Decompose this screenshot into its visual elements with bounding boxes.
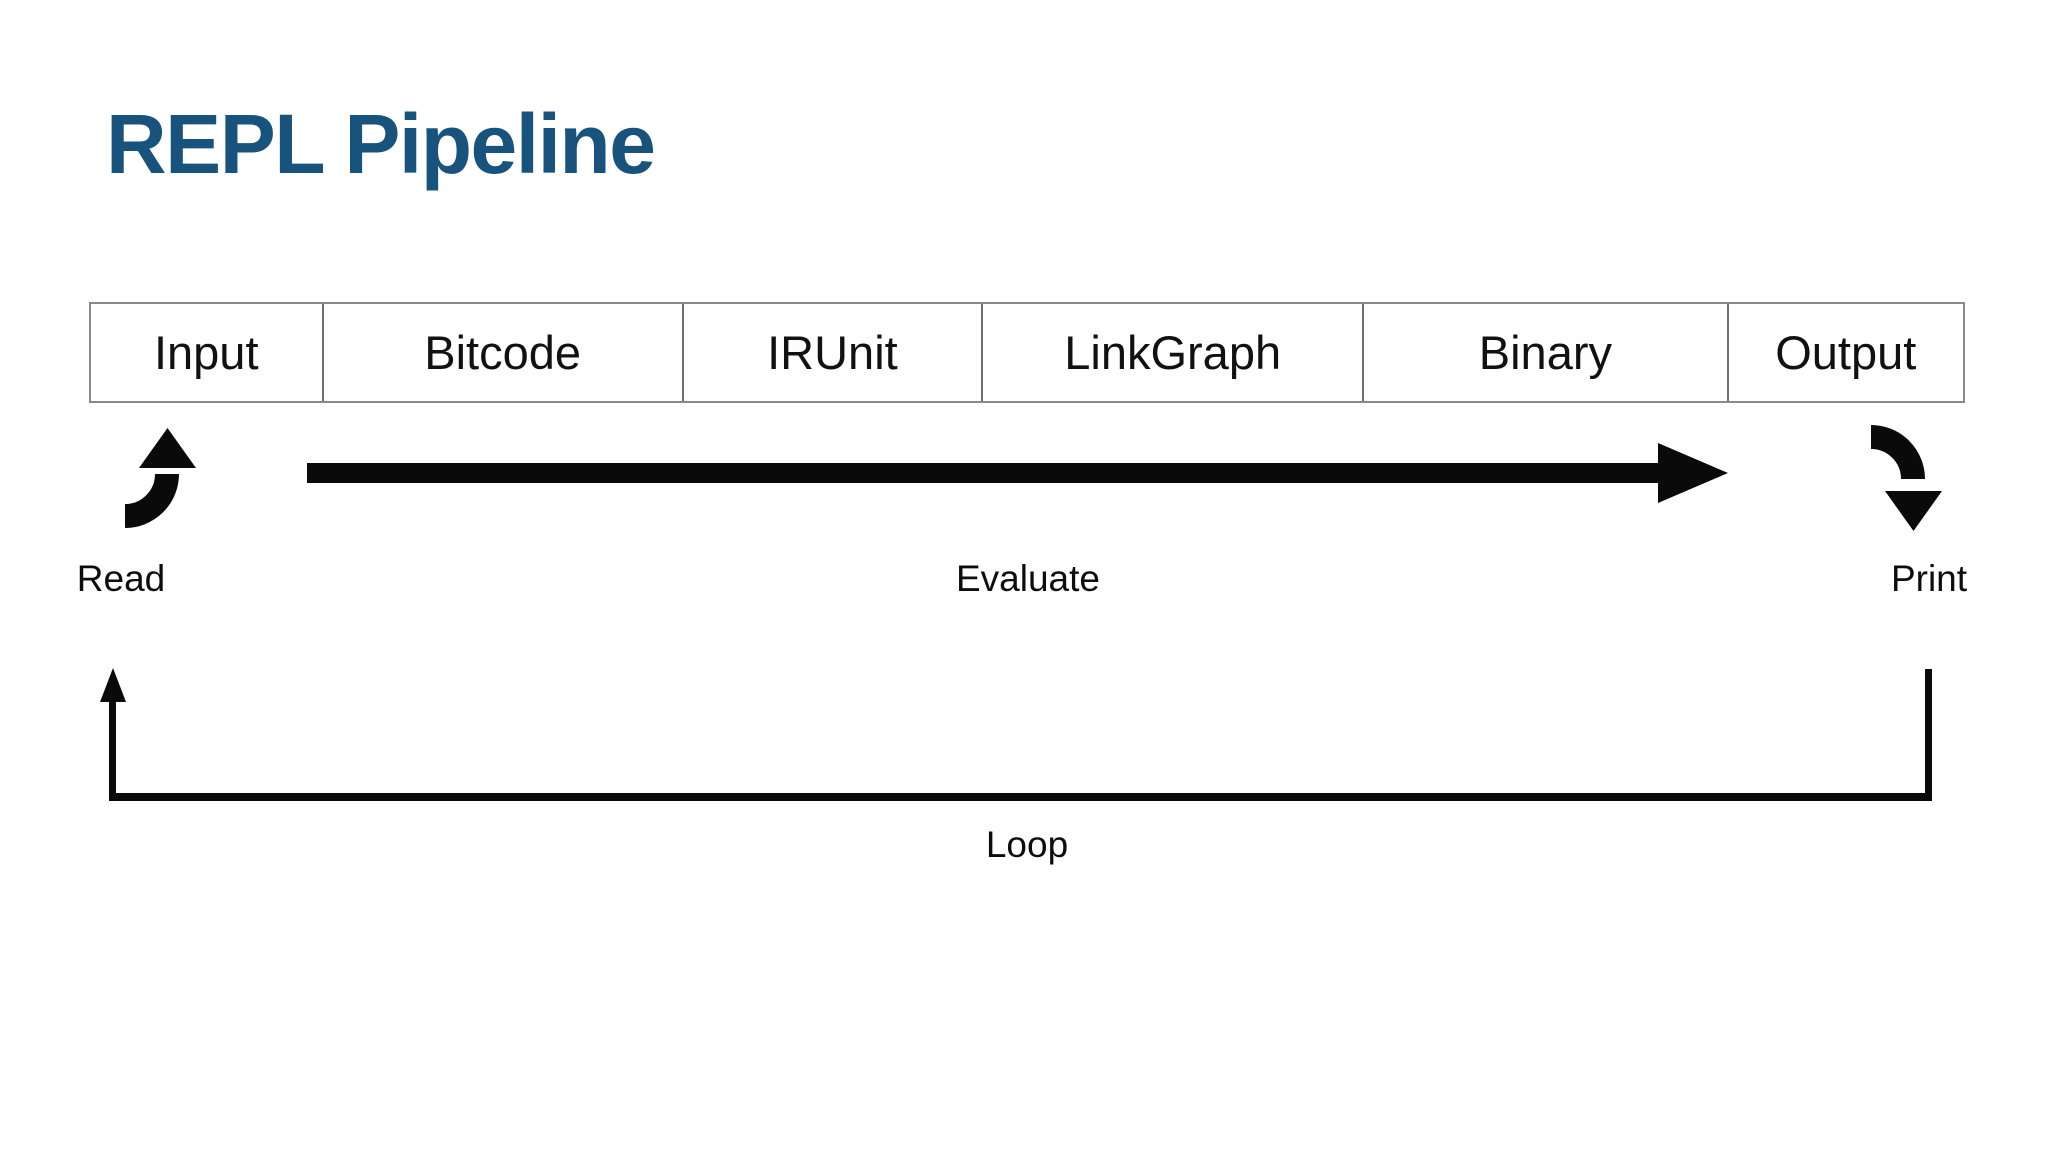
loop-label: Loop [985,824,1069,865]
pipeline-stage-irunit: IRUnit [681,304,982,401]
loop-line-right [1925,669,1932,801]
stage-label: Input [153,326,259,379]
pipeline-stage-linkgraph: LinkGraph [981,304,1363,401]
pipeline-stage-input: Input [91,304,322,401]
loop-arrow-head-icon [100,668,126,702]
print-label: Print [1890,558,1968,599]
print-curved-arrow-icon [1870,425,1942,531]
stage-label: Binary [1478,326,1612,379]
stage-label: LinkGraph [1064,326,1282,379]
stage-label: Bitcode [424,326,581,379]
pipeline-stage-binary: Binary [1362,304,1727,401]
pipeline-row: Input Bitcode IRUnit LinkGraph Binary Ou… [89,302,1965,403]
page-title: REPL Pipeline [106,97,656,191]
loop-line-bottom [109,793,1932,801]
read-label: Read [76,558,166,599]
pipeline-stage-output: Output [1726,304,1963,401]
loop-line-left [109,701,116,801]
evaluate-arrow-head-icon [1658,443,1728,503]
stage-label: Output [1775,326,1917,379]
pipeline-stage-bitcode: Bitcode [321,304,682,401]
stage-label: IRUnit [767,326,898,379]
evaluate-arrow-shaft [307,463,1658,483]
evaluate-label: Evaluate [956,558,1100,599]
read-curved-arrow-icon [124,428,196,528]
